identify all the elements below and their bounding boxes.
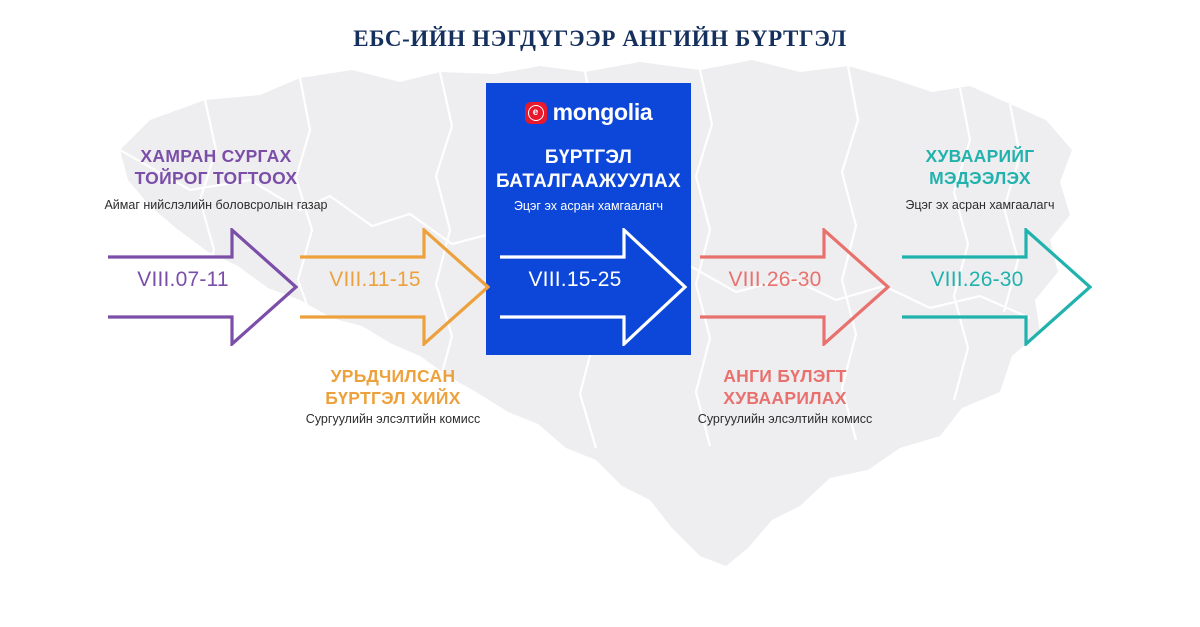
step-4-arrow	[700, 228, 890, 346]
step-5-title: ХУВААРИЙГ МЭДЭЭЛЭХ	[835, 145, 1125, 190]
step-4-date: VIII.26-30	[728, 268, 822, 291]
step-3-date: VIII.15-25	[528, 268, 622, 291]
step-4-title-line1: АНГИ БҮЛЭГТ	[723, 366, 847, 386]
step-1-arrow	[108, 228, 298, 346]
logo-letter-e: e	[527, 104, 544, 121]
step-2-title-line2: БҮРТГЭЛ ХИЙХ	[325, 388, 461, 409]
step-1-title-line2: ТОЙРОГ ТОГТООХ	[134, 168, 298, 189]
emongolia-logo: e mongolia	[486, 101, 691, 124]
step-1-subtitle: Аймаг нийслэлийн боловсролын газар	[104, 198, 328, 212]
step-2-title: УРЬДЧИЛСАН БҮРТГЭЛ ХИЙХ	[248, 365, 538, 410]
step-1-title: ХАМРАН СУРГАХ ТОЙРОГ ТОГТООХ	[66, 145, 366, 190]
emongolia-logo-icon: e	[524, 101, 547, 124]
step-3-subtitle: Эцэг эх асран хамгаалагч	[513, 199, 664, 213]
step-5-subtitle: Эцэг эх асран хамгаалагч	[905, 198, 1055, 212]
step-2-arrow	[300, 228, 490, 346]
step-3-arrow	[500, 228, 690, 346]
step-5-title-line1: ХУВААРИЙГ	[925, 146, 1035, 166]
step-5-title-line2: МЭДЭЭЛЭХ	[929, 168, 1031, 189]
step-1-title-line1: ХАМРАН СУРГАХ	[140, 146, 292, 166]
page-title: ЕБС-ИЙН НЭГДҮГЭЭР АНГИЙН БҮРТГЭЛ	[353, 26, 847, 51]
emongolia-wordmark: mongolia	[552, 99, 653, 125]
step-4-title-line2: ХУВААРИЛАХ	[723, 388, 847, 409]
step-2-title-line1: УРЬДЧИЛСАН	[330, 366, 456, 386]
step-3-title: БҮРТГЭЛ БАТАЛГААЖУУЛАХ	[486, 146, 691, 195]
step-3-title-line2: БАТАЛГААЖУУЛАХ	[496, 171, 681, 193]
step-1-date: VIII.07-11	[137, 268, 229, 291]
step-2-subtitle: Сургуулийн элсэлтийн комисс	[305, 412, 481, 426]
step-2-date: VIII.11-15	[329, 268, 421, 291]
step-5-arrow	[902, 228, 1092, 346]
step-4-subtitle: Сургуулийн элсэлтийн комисс	[697, 412, 873, 426]
step-4-title: АНГИ БҮЛЭГТ ХУВААРИЛАХ	[640, 365, 930, 410]
center-highlight-panel: e mongolia	[486, 83, 691, 355]
step-5-date: VIII.26-30	[930, 268, 1024, 291]
step-3-title-line1: БҮРТГЭЛ	[544, 147, 633, 168]
